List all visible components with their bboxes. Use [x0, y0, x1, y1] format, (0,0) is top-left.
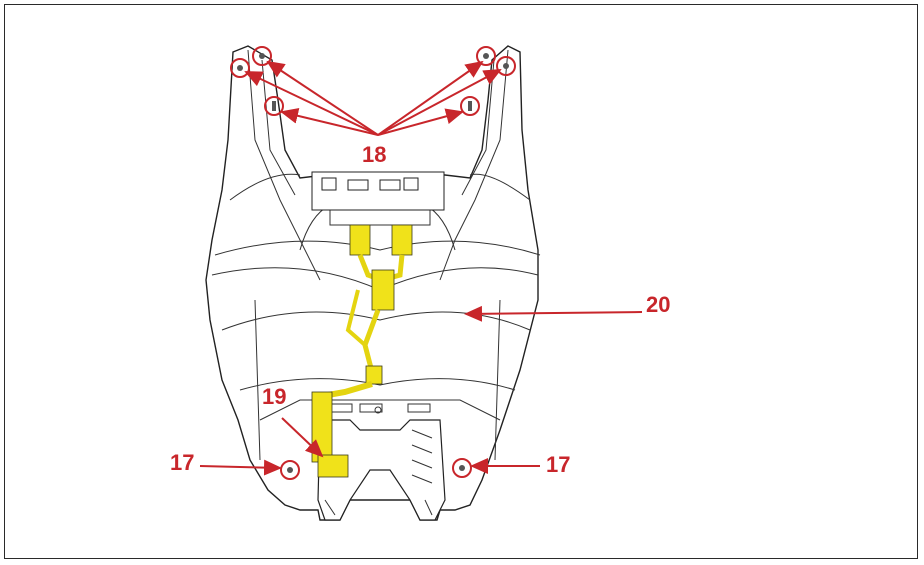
- callout-17-left: 17: [170, 450, 194, 475]
- bottom-details: [324, 403, 433, 516]
- screw-18-top-left-b: [252, 46, 272, 66]
- cover-contours: [211, 49, 541, 461]
- top-bracket: [311, 171, 445, 211]
- screw-18-top-right-a: [476, 46, 496, 66]
- screw-18-top-left-a: [230, 58, 250, 78]
- callout-20: 20: [646, 292, 670, 317]
- screw-18-top-right-b: [496, 56, 516, 76]
- callout-17-right: 17: [546, 452, 570, 477]
- screw-18-right-slot: [460, 96, 480, 116]
- callout-19: 19: [262, 384, 286, 409]
- screw-heads: [237, 53, 509, 473]
- screw-18-left-slot: [264, 96, 284, 116]
- leader-lines: [199, 60, 643, 476]
- callout-18: 18: [362, 142, 386, 167]
